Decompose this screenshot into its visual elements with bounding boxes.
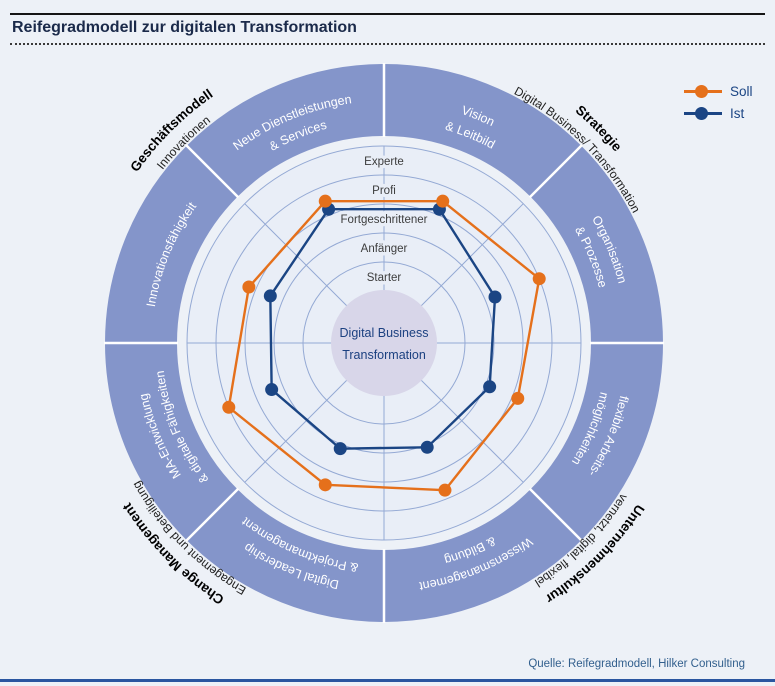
level-label-anfänger: Anfänger <box>361 243 408 255</box>
ist-point-organisation-prozesse <box>488 290 502 304</box>
soll-point-digital-leadership-projektmanagement <box>318 478 332 492</box>
legend-item-ist: Ist <box>684 106 753 121</box>
source-note: Quelle: Reifegradmodell, Hilker Consulti… <box>528 658 745 670</box>
ist-point-innovationsfähigkeit <box>263 289 277 303</box>
legend-item-soll: Soll <box>684 84 753 99</box>
bottom-border <box>0 679 775 682</box>
level-label-experte: Experte <box>364 156 404 168</box>
center-circle <box>331 290 437 396</box>
ring-sector-divider <box>185 487 240 542</box>
soll-point-ma-entwicklung-digitale-fähigkeiten <box>222 400 236 414</box>
soll-point-neue-dienstleistungen-services <box>318 194 332 208</box>
center-label: Digital Business Transformation <box>340 326 429 362</box>
soll-point-vision-leitbild <box>436 194 450 208</box>
page-title: Reifegradmodell zur digitalen Transforma… <box>12 19 357 36</box>
soll-point-wissensmanagement-bildung <box>438 483 452 497</box>
ring-sector-divider <box>528 144 583 199</box>
level-label-fortgeschrittener: Fortgeschrittener <box>341 214 428 226</box>
ring-sector-divider <box>185 144 240 199</box>
title-underline <box>10 43 765 45</box>
soll-point-organisation-prozesse <box>532 272 546 286</box>
legend: Soll Ist <box>684 84 753 121</box>
ist-line-swatch <box>684 107 722 120</box>
center-label-line2: Transformation <box>342 348 426 362</box>
ist-dot-icon <box>695 107 708 120</box>
center-label-line1: Digital Business <box>340 326 429 340</box>
soll-point-flexible-arbeitsmöglichkeiten <box>511 391 525 405</box>
ist-point-ma-entwicklung-digitale-fähigkeiten <box>265 383 279 397</box>
ist-point-digital-leadership-projektmanagement <box>333 442 347 456</box>
legend-label-ist: Ist <box>730 106 745 121</box>
soll-line-swatch <box>684 85 722 98</box>
soll-point-innovationsfähigkeit <box>242 280 256 294</box>
ist-point-flexible-arbeitsmöglichkeiten <box>483 380 497 394</box>
legend-label-soll: Soll <box>730 84 753 99</box>
level-label-starter: Starter <box>367 272 402 284</box>
ring-sector-divider <box>528 487 583 542</box>
level-label-profi: Profi <box>372 185 396 197</box>
title-bar: Reifegradmodell zur digitalen Transforma… <box>10 13 765 45</box>
soll-dot-icon <box>695 85 708 98</box>
ist-point-wissensmanagement-bildung <box>420 440 434 454</box>
